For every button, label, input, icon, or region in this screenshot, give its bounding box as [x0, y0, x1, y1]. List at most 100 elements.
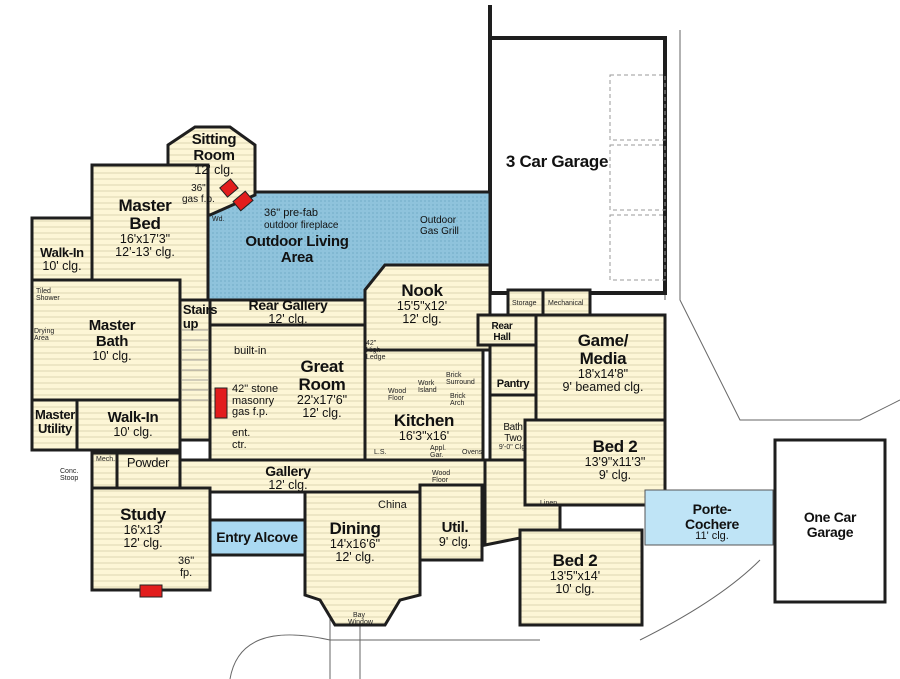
ceiling: 12' clg.	[302, 405, 342, 420]
room-name: Master	[118, 196, 172, 215]
room-name: Bed 2	[592, 437, 638, 456]
room-name: Garage	[806, 523, 854, 540]
label-powder: Powder	[126, 455, 170, 470]
room-name: Walk-In	[107, 409, 159, 426]
study-shape	[90, 486, 212, 592]
walk-in-2-shape	[75, 398, 182, 452]
porte-cochere-shape	[644, 489, 774, 546]
bay-window-label: Bay Window	[348, 612, 373, 626]
ceiling: 12' clg.	[268, 477, 308, 492]
bed2-lower-shape	[518, 528, 644, 627]
study-fp-note: 36"fp.	[178, 555, 194, 579]
room-name: 3 Car Garage	[505, 152, 609, 171]
room-name: Walk-In	[40, 245, 84, 260]
ceiling: 12' clg.	[123, 535, 163, 550]
ceiling: 12'-13' clg.	[115, 244, 175, 259]
room-name: Outdoor Living	[245, 233, 349, 250]
room-name: Pantry	[496, 378, 530, 390]
note: ent.	[232, 427, 251, 439]
label-entry-alcove: Entry Alcove	[216, 529, 298, 545]
ceiling: 9' clg.	[598, 467, 632, 482]
room-name: Dining	[329, 519, 381, 538]
room-name: Bath	[503, 422, 523, 433]
note: Gas Grill	[420, 225, 459, 237]
room-name: Entry Alcove	[216, 529, 298, 545]
wood-floor-note: Wood Floor	[388, 388, 407, 402]
note: Outdoor	[420, 215, 457, 226]
sitting-fireplace	[219, 178, 239, 198]
mechanical-shape	[541, 288, 592, 317]
room-name: Two	[504, 432, 522, 444]
room-size: 16'x17'3"	[119, 231, 171, 246]
util-shape	[418, 483, 484, 562]
built-in-note: built-in	[234, 345, 267, 357]
ceiling: 12' clg.	[402, 311, 442, 326]
garage-3-car	[488, 5, 667, 295]
note: ctr.	[232, 438, 247, 451]
wood-floor-note: Wood Floor	[432, 470, 451, 484]
storage-label: Storage	[512, 300, 537, 307]
ceiling: 12' clg.	[335, 549, 375, 564]
hall-shape	[483, 458, 562, 547]
room-name: Powder	[126, 455, 170, 470]
label-3-car-garage: 3 Car Garage	[505, 152, 609, 171]
ceiling: 10' clg.	[42, 258, 82, 273]
note: 42" stone	[232, 383, 279, 395]
note: 36"	[191, 183, 206, 194]
ceiling: 10' clg.	[113, 424, 153, 439]
note: masonry	[232, 394, 275, 407]
room-name: Util.	[441, 519, 469, 536]
room-size: 15'5"x12'	[396, 298, 448, 313]
room-name: Utility	[37, 420, 73, 436]
ceiling: 9' beamed clg.	[562, 379, 644, 394]
room-size: 16'x13'	[123, 522, 163, 537]
room-name: Nook	[401, 281, 443, 300]
shower-note: Tiled Shower	[36, 288, 60, 302]
fireplaces	[139, 178, 254, 598]
appliance-garage-note: Appl. Gar.	[430, 445, 446, 459]
mech-label: Mech.	[96, 456, 116, 463]
rear-gallery-shape	[208, 298, 367, 327]
room-size: 13'9"x11'3"	[584, 454, 646, 469]
note: 36" pre-fab	[264, 207, 319, 219]
room-name: Bed	[129, 213, 161, 233]
room-name: Rear Gallery	[248, 297, 328, 313]
room-name: Bath	[95, 332, 129, 350]
room-name: Master	[34, 407, 76, 422]
china-note: China	[378, 499, 407, 511]
label-pantry: Pantry	[496, 378, 530, 391]
room-name: One Car	[803, 509, 857, 525]
label-util: Util.9' clg.	[439, 520, 471, 549]
ceiling: 12' clg.	[268, 311, 308, 326]
room-name: Study	[120, 505, 166, 524]
room-name: Gallery	[265, 463, 311, 479]
room-name: up	[182, 315, 199, 331]
room-name: Game/	[577, 331, 629, 350]
great-room-fireplace	[214, 387, 228, 419]
room-name: Media	[579, 348, 627, 368]
stair-treads	[182, 329, 208, 401]
room-name: Stairs	[182, 302, 218, 317]
brick-surround-note: Brick Surround	[446, 372, 475, 386]
ceiling: 9' clg.	[438, 534, 472, 549]
mechanical-label: Mechanical	[548, 300, 584, 307]
room-name: Sitting	[191, 131, 237, 148]
wood-storage-note: Wd.	[212, 216, 225, 223]
